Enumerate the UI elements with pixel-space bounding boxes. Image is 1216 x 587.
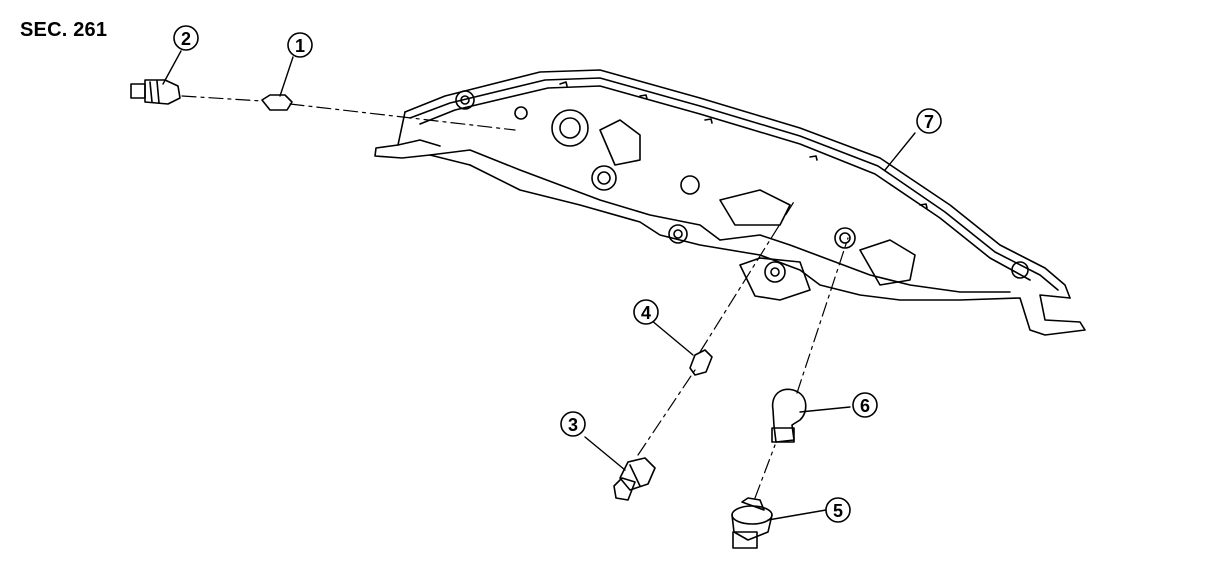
socket-2: [130, 79, 181, 105]
callouts: 1 2 3 4 5 6 7: [173, 25, 942, 523]
callout-1-number: 1: [295, 36, 305, 56]
callout-3: 3: [560, 411, 586, 437]
callout-2-number: 2: [181, 29, 191, 49]
socket-3: [613, 457, 656, 501]
callout-5: 5: [825, 497, 851, 523]
callout-2: 2: [173, 25, 199, 51]
lamp-housing: [374, 69, 1086, 336]
callout-4-number: 4: [641, 303, 651, 323]
callout-6-number: 6: [860, 396, 870, 416]
callout-5-number: 5: [833, 501, 843, 521]
callout-1: 1: [287, 32, 313, 58]
callout-7: 7: [916, 108, 942, 134]
bulb-4: [689, 349, 713, 376]
bulb-6: [771, 388, 807, 443]
callout-6: 6: [852, 392, 878, 418]
callout-7-number: 7: [924, 112, 934, 132]
section-code: SEC. 261: [20, 19, 108, 41]
callout-4: 4: [633, 299, 659, 325]
exploded-guide-lines: [181, 95, 849, 499]
socket-5: [731, 497, 773, 549]
leader-lines: [162, 50, 916, 521]
bulb-1: [261, 94, 293, 111]
callout-3-number: 3: [568, 415, 578, 435]
